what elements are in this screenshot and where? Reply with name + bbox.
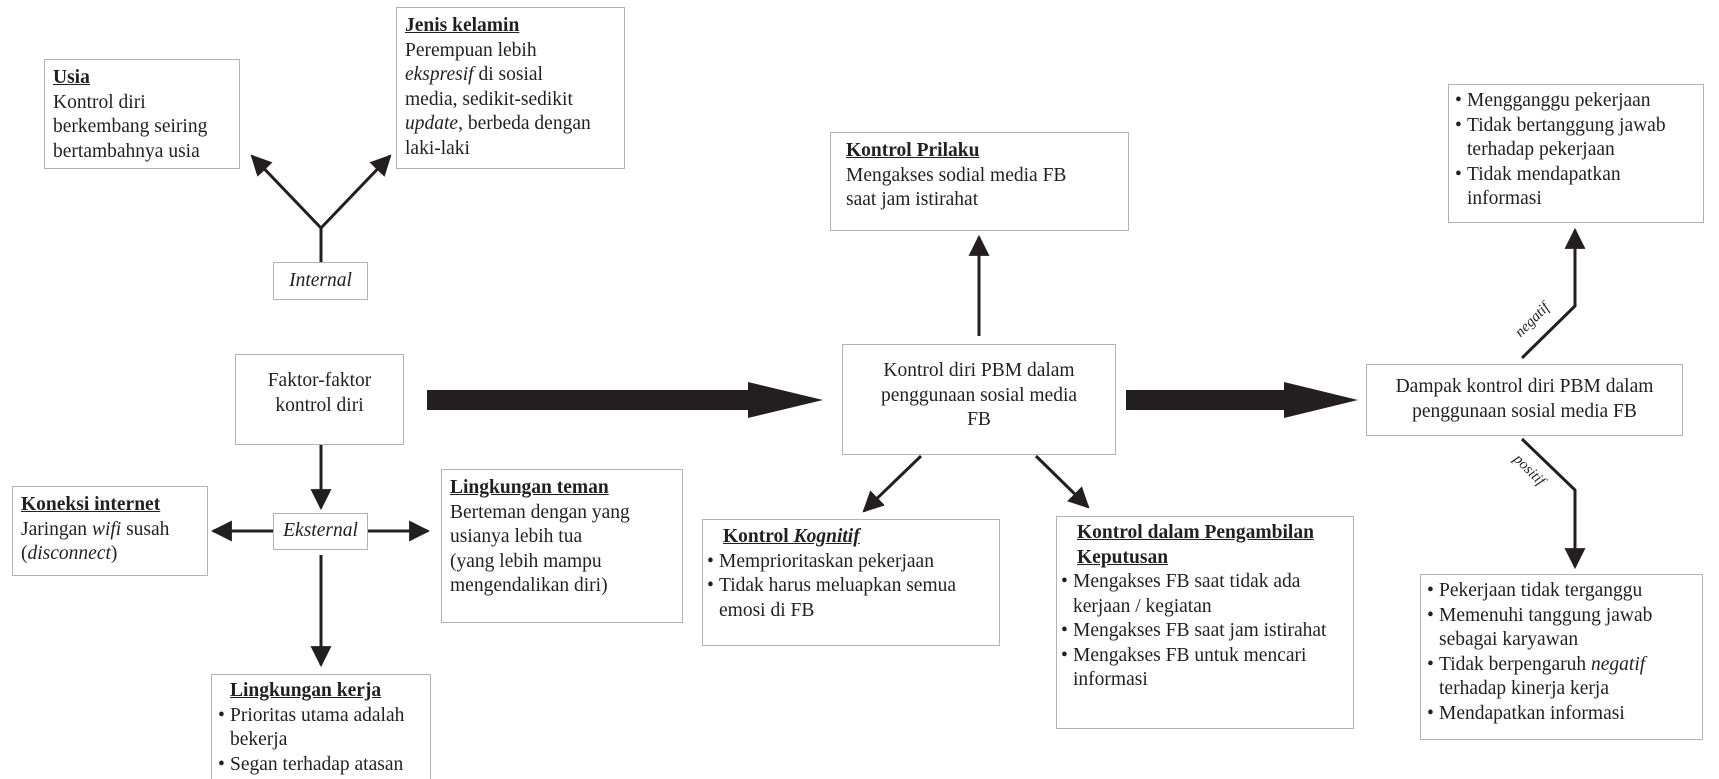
teman-line-2: usianya lebih tua — [450, 526, 583, 547]
lingkungan-teman-box: Lingkungan teman Berteman dengan yang us… — [441, 469, 683, 623]
internal-box: Internal — [273, 262, 368, 300]
kognitif-title-italic: Kognitif — [793, 526, 860, 547]
k-l2-b: ) — [110, 543, 118, 564]
kognitif-title: Kontrol Kognitif — [707, 525, 995, 550]
jenis-kelamin-line-3: media, sedikit-sedikit — [405, 88, 573, 110]
kognitif-title-a: Kontrol — [723, 526, 794, 547]
kontrol-diri-pbm-box: Kontrol diri PBM dalam penggunaan sosial… — [842, 344, 1116, 455]
prilaku-line-2: saat jam istirahat — [846, 189, 979, 210]
arrow-positif — [1520, 437, 1586, 570]
usia-title: Usia — [53, 67, 90, 88]
big-arrow-center-to-dampak — [1126, 382, 1358, 418]
keputusan-title: Kontrol dalam Pengambilan Keputusan — [1077, 522, 1314, 568]
lingkungan-kerja-box: Lingkungan kerja Prioritas utama adalah … — [211, 674, 431, 779]
koneksi-box: Koneksi internet Jaringan wifi susah (di… — [12, 486, 208, 576]
prilaku-line-1: Mengakses sodial media FB — [846, 164, 1067, 186]
keputusan-list: Mengakses FB saat tidak ada kerjaan / ke… — [1061, 570, 1349, 693]
k-l1-b: susah — [121, 518, 170, 540]
disconnect-text: disconnect — [27, 543, 111, 564]
list-item: Mengakses FB untuk mencari informasi — [1061, 644, 1349, 693]
jenis-kelamin-line-2: ekspresif di sosial — [405, 63, 616, 88]
jenis-kelamin-title: Jenis kelamin — [405, 15, 520, 36]
update-text: update — [405, 113, 459, 134]
list-item: Tidak mendapatkan informasi — [1455, 163, 1697, 212]
koneksi-line-1: Jaringan wifi susah — [21, 518, 199, 543]
koneksi-line-2: (disconnect) — [21, 542, 199, 567]
jk-l4-rest: , berbeda dengan — [458, 113, 591, 134]
arrow-negatif — [1520, 227, 1586, 360]
kognitif-list: Memprioritaskan pekerjaan Tidak harus me… — [707, 550, 995, 624]
ekspresif-text: ekspresif — [405, 64, 474, 85]
lingkungan-kerja-title: Lingkungan kerja — [230, 680, 382, 701]
dampak-line-1: Dampak kontrol diri PBM dalam — [1395, 376, 1654, 397]
list-item: Segan terhadap atasan — [218, 753, 424, 778]
list-item: Memprioritaskan pekerjaan — [707, 550, 995, 575]
list-item: Tidak bertanggung jawab terhadap pekerja… — [1455, 114, 1697, 163]
jenis-kelamin-line-4: update, berbeda dengan — [405, 112, 616, 137]
center-line-2: penggunaan sosial media — [880, 384, 1078, 406]
arrow-to-keputusan — [1034, 454, 1090, 509]
center-line-3: FB — [967, 409, 991, 430]
list-item: Memenuhi tanggung jawab sebagai karyawan — [1427, 604, 1696, 653]
list-item: Mengganggu pekerjaan — [1455, 89, 1697, 114]
teman-line-1: Berteman dengan yang — [450, 501, 630, 523]
usia-line-3: bertambahnya usia — [53, 140, 200, 162]
negatif-box: Mengganggu pekerjaan Tidak bertanggung j… — [1448, 84, 1704, 223]
jk-l2-rest: di sosial — [473, 64, 543, 85]
koneksi-title: Koneksi internet — [21, 494, 161, 515]
list-item: Tidak harus meluapkan semua emosi di FB — [707, 574, 995, 623]
list-item: Tidak berpengaruh negatif terhadap kiner… — [1427, 653, 1696, 702]
negatif-italic: negatif — [1591, 653, 1646, 675]
list-item: Pekerjaan tidak terganggu — [1427, 579, 1696, 604]
list-item: Mendapatkan informasi — [1427, 702, 1696, 727]
faktor-line-1: Faktor-faktor — [267, 370, 372, 391]
p3-b: terhadap kinerja kerja — [1439, 678, 1609, 699]
negatif-list: Mengganggu pekerjaan Tidak bertanggung j… — [1455, 89, 1697, 212]
teman-line-4: mengendalikan diri) — [450, 575, 608, 596]
lingkungan-kerja-list: Prioritas utama adalah bekerja Segan ter… — [218, 704, 424, 778]
dampak-line-2: penggunaan sosial media FB — [1412, 400, 1637, 422]
lingkungan-teman-title: Lingkungan teman — [450, 477, 609, 498]
positif-box: Pekerjaan tidak terganggu Memenuhi tangg… — [1420, 574, 1703, 740]
big-arrow-faktor-to-center — [427, 382, 823, 418]
k-l2-a: ( — [21, 543, 28, 564]
faktor-line-2: kontrol diri — [275, 394, 364, 416]
list-item: Prioritas utama adalah bekerja — [218, 704, 424, 753]
dampak-box: Dampak kontrol diri PBM dalam penggunaan… — [1366, 364, 1683, 436]
jenis-kelamin-line-1: Perempuan lebih — [405, 39, 537, 61]
list-item: Mengakses FB saat jam istirahat — [1061, 619, 1349, 644]
list-item: Mengakses FB saat tidak ada kerjaan / ke… — [1061, 570, 1349, 619]
jenis-kelamin-line-5: laki-laki — [405, 137, 470, 159]
k-l1-a: Jaringan — [21, 518, 92, 540]
faktor-box: Faktor-faktor kontrol diri — [235, 354, 404, 445]
teman-line-3: (yang lebih mampu — [450, 550, 602, 572]
usia-line-1: Kontrol diri — [53, 91, 146, 113]
arrow-to-jenis-kelamin — [319, 154, 392, 230]
internal-label: Internal — [289, 270, 352, 291]
usia-line-2: berkembang seiring — [53, 116, 208, 137]
p3-a: Tidak berpengaruh — [1439, 653, 1592, 675]
eksternal-box: Eksternal — [273, 513, 368, 550]
jenis-kelamin-box: Jenis kelamin Perempuan lebih ekspresif … — [396, 7, 625, 169]
usia-box: Usia Kontrol diri berkembang seiring ber… — [44, 59, 240, 169]
arrow-to-kognitif — [862, 454, 923, 513]
keputusan-box: Kontrol dalam Pengambilan Keputusan Meng… — [1056, 516, 1354, 729]
kontrol-prilaku-title: Kontrol Prilaku — [846, 140, 980, 161]
kontrol-prilaku-box: Kontrol Prilaku Mengakses sodial media F… — [830, 132, 1129, 231]
center-line-1: Kontrol diri PBM dalam — [883, 360, 1075, 381]
wifi-text: wifi — [91, 518, 122, 540]
positif-list: Pekerjaan tidak terganggu Memenuhi tangg… — [1427, 579, 1696, 726]
kontrol-kognitif-box: Kontrol Kognitif Memprioritaskan pekerja… — [702, 519, 1000, 646]
arrow-to-usia — [250, 154, 323, 230]
eksternal-label: Eksternal — [283, 520, 358, 541]
